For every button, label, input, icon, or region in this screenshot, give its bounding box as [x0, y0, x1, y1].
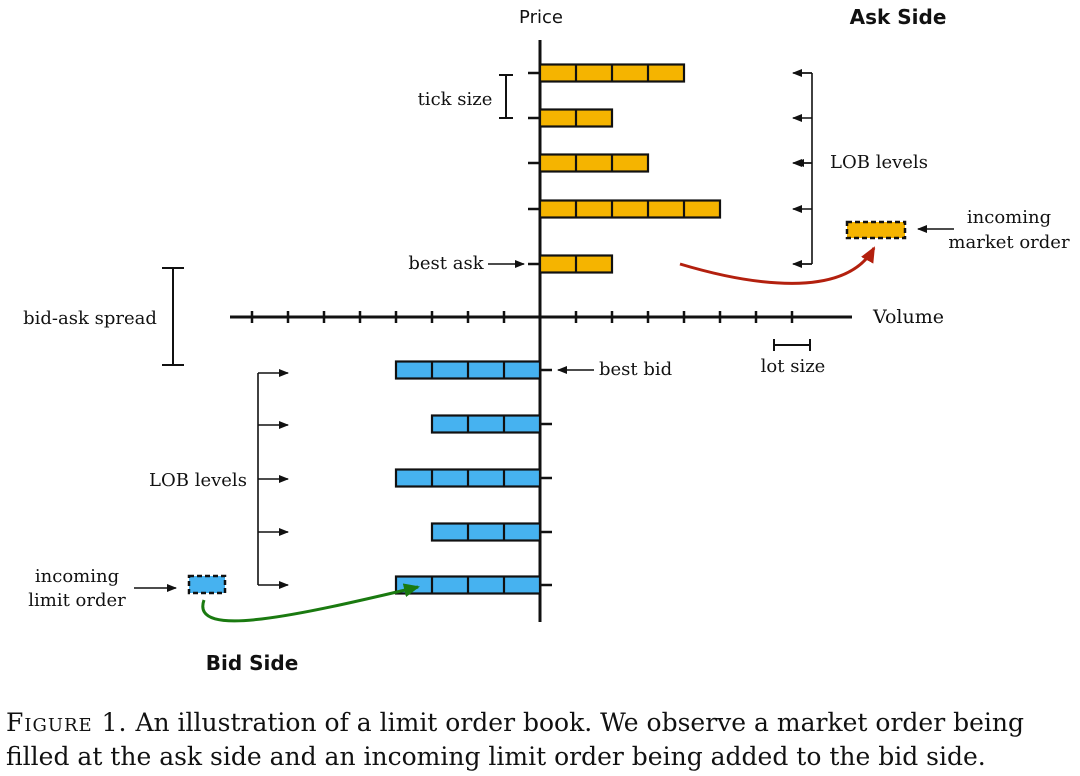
ask-level-4 — [528, 199, 722, 219]
bid-side-levels — [394, 360, 552, 595]
bid-level-1 — [394, 360, 552, 380]
tick-size-bracket — [499, 74, 513, 119]
incoming-limit-order-box — [187, 574, 227, 595]
incoming-market-order-label-line1: incoming — [967, 207, 1051, 228]
incoming-limit-order-label-line2: limit order — [28, 590, 126, 611]
tick-size-label: tick size — [418, 89, 493, 110]
market-order-fill-arrow — [679, 246, 876, 285]
ask-lob-levels-bracket — [792, 69, 813, 268]
ask-level-5 — [528, 254, 614, 274]
bid-level-bar — [430, 414, 542, 434]
lot-size-bracket — [773, 339, 811, 351]
incoming-limit-order-label-line1: incoming — [35, 566, 119, 587]
volume-axis-label: Volume — [872, 306, 944, 328]
caption-text: An illustration of a limit order book. W… — [6, 708, 1024, 771]
volume-axis-ticks — [250, 311, 794, 323]
best-ask-label: best ask — [408, 253, 484, 274]
bid-level-5 — [394, 575, 552, 595]
ask-level-bar — [538, 153, 650, 173]
caption-label: Figure 1. — [6, 708, 128, 737]
ask-level-bar — [538, 199, 722, 219]
bid-level-3 — [394, 468, 552, 488]
ask-level-3 — [528, 153, 650, 173]
limit-order-book-diagram: Price Volume Ask Side Bid Side tick size… — [23, 5, 1070, 675]
limit-order-add-arrow — [201, 583, 420, 623]
ask-lob-levels-label: LOB levels — [830, 152, 928, 173]
figure-caption: Figure 1. An illustration of a limit ord… — [6, 706, 1076, 774]
bid-level-2 — [430, 414, 552, 434]
bid-side-title: Bid Side — [206, 651, 299, 675]
incoming-market-order-label-line2: market order — [948, 232, 1070, 253]
ask-side-title: Ask Side — [850, 5, 947, 29]
price-axis-label: Price — [519, 7, 563, 28]
bid-lob-levels-label: LOB levels — [149, 470, 247, 491]
bid-level-bar — [430, 522, 542, 542]
best-bid-label: best bid — [599, 359, 672, 380]
ask-side-levels — [528, 63, 722, 274]
ask-level-1 — [528, 63, 686, 83]
ask-level-2 — [528, 108, 614, 128]
incoming-market-order-box — [845, 220, 907, 240]
lot-size-label: lot size — [761, 356, 826, 377]
bid-lob-levels-bracket — [257, 369, 289, 589]
bid-level-4 — [430, 522, 552, 542]
bid-ask-spread-label: bid-ask spread — [23, 308, 157, 329]
bid-ask-spread-bracket — [162, 267, 184, 366]
